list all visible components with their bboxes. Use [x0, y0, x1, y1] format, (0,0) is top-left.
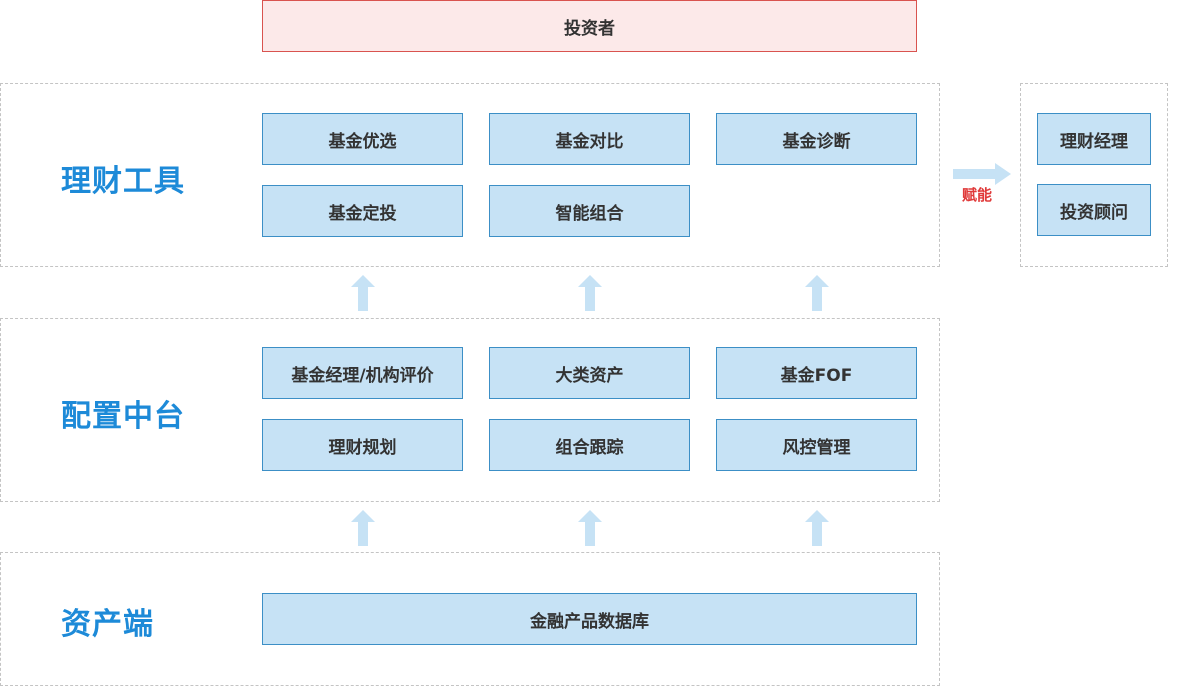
up-arrow-icon	[805, 275, 829, 311]
tool-fund-fixed-invest: 基金定投	[262, 185, 463, 237]
assets-title: 资产端	[61, 607, 154, 642]
mid-manager-evaluation: 基金经理/机构评价	[262, 347, 463, 399]
mid-risk-control: 风控管理	[716, 419, 917, 471]
up-arrow-icon	[351, 275, 375, 311]
role-investment-advisor: 投资顾问	[1037, 184, 1151, 236]
tools-title: 理财工具	[61, 164, 185, 199]
up-arrow-icon	[805, 510, 829, 546]
tool-smart-portfolio: 智能组合	[489, 185, 690, 237]
mid-financial-planning: 理财规划	[262, 419, 463, 471]
tools-section: 理财工具	[0, 83, 940, 267]
mid-fund-fof: 基金FOF	[716, 347, 917, 399]
investor-box: 投资者	[262, 0, 917, 52]
middle-title: 配置中台	[61, 399, 185, 434]
up-arrow-icon	[578, 510, 602, 546]
role-wealth-manager: 理财经理	[1037, 113, 1151, 165]
empower-arrow-icon	[953, 163, 1011, 185]
up-arrow-icon	[351, 510, 375, 546]
tool-fund-select: 基金优选	[262, 113, 463, 165]
tool-fund-diagnose: 基金诊断	[716, 113, 917, 165]
mid-asset-class: 大类资产	[489, 347, 690, 399]
tool-fund-compare: 基金对比	[489, 113, 690, 165]
investor-label: 投资者	[564, 18, 615, 39]
middle-section: 配置中台	[0, 318, 940, 502]
financial-product-database: 金融产品数据库	[262, 593, 917, 645]
roles-section	[1020, 83, 1168, 267]
mid-portfolio-tracking: 组合跟踪	[489, 419, 690, 471]
up-arrow-icon	[578, 275, 602, 311]
empower-label: 赋能	[962, 186, 993, 204]
